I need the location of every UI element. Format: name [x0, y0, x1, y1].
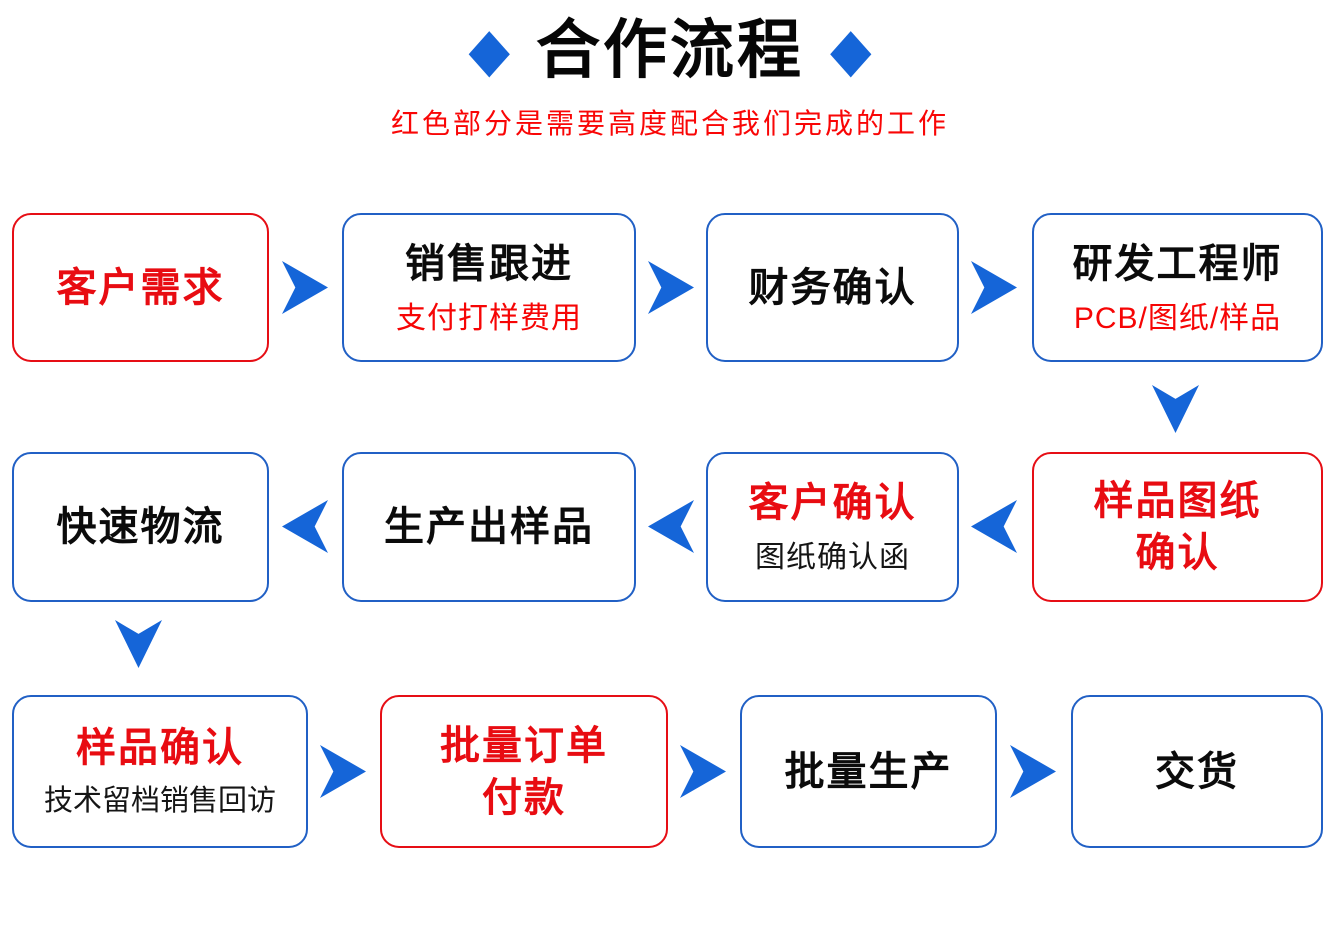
box-title: 样品确认 — [76, 726, 244, 771]
page-subtitle: 红色部分是需要高度配合我们完成的工作 — [390, 108, 949, 139]
box-subtitle: PCB/图纸/样品 — [1073, 301, 1282, 335]
box-title-line1: 样品图纸 — [1093, 479, 1262, 523]
arrow-right-icon — [971, 261, 1017, 314]
flow-box-customer-confirm: 客户确认 图纸确认函 — [706, 452, 959, 602]
box-title: 客户需求 — [56, 265, 225, 310]
arrow-left-icon — [282, 500, 328, 553]
box-subtitle: 图纸确认函 — [755, 541, 910, 574]
page-header: ◆ 合作流程 ◆ — [0, 10, 1340, 90]
box-title: 财务确认 — [748, 265, 917, 310]
diamond-icon: ◆ — [468, 16, 510, 84]
flow-box-fast-logistics: 快速物流 — [12, 452, 269, 602]
arrow-down-icon — [115, 620, 162, 668]
flow-box-sample-drawing-confirm: 样品图纸 确认 — [1032, 452, 1323, 602]
box-title: 销售跟进 — [405, 241, 573, 286]
arrow-right-icon — [282, 261, 328, 314]
flow-box-customer-demand: 客户需求 — [12, 213, 269, 362]
arrow-right-icon — [1010, 745, 1056, 798]
box-title-line1: 批量订单 — [440, 723, 608, 768]
flow-box-sample-confirm: 样品确认 技术留档销售回访 — [12, 695, 308, 848]
box-title-line2: 付款 — [482, 775, 566, 820]
box-title-two-line: 样品图纸 确认 — [1094, 479, 1262, 575]
box-title: 客户确认 — [748, 481, 917, 525]
box-title-two-line: 批量订单 付款 — [440, 724, 608, 820]
flow-box-rd-engineer: 研发工程师 PCB/图纸/样品 — [1032, 213, 1323, 362]
box-subtitle: 技术留档销售回访 — [43, 785, 276, 818]
arrow-left-icon — [648, 500, 694, 553]
arrow-right-icon — [320, 745, 366, 798]
flow-box-bulk-order-payment: 批量订单 付款 — [380, 695, 668, 848]
arrow-left-icon — [971, 500, 1017, 553]
arrow-right-icon — [680, 745, 726, 798]
flow-box-finance-confirm: 财务确认 — [706, 213, 959, 362]
box-title: 生产出样品 — [384, 505, 594, 549]
arrow-right-icon — [648, 261, 694, 314]
box-title: 交货 — [1155, 749, 1239, 794]
box-title: 批量生产 — [784, 749, 953, 794]
flow-box-bulk-production: 批量生产 — [740, 695, 997, 848]
diamond-icon: ◆ — [830, 16, 872, 84]
page-title: 合作流程 — [536, 14, 804, 86]
box-title: 研发工程师 — [1072, 241, 1283, 286]
box-title-line2: 确认 — [1135, 531, 1220, 575]
box-title: 快速物流 — [56, 505, 225, 549]
flow-box-delivery: 交货 — [1071, 695, 1323, 848]
arrow-down-icon — [1152, 385, 1199, 433]
box-subtitle: 支付打样费用 — [396, 301, 582, 335]
flow-box-produce-sample: 生产出样品 — [342, 452, 636, 602]
flow-box-sales-follow: 销售跟进 支付打样费用 — [342, 213, 636, 362]
